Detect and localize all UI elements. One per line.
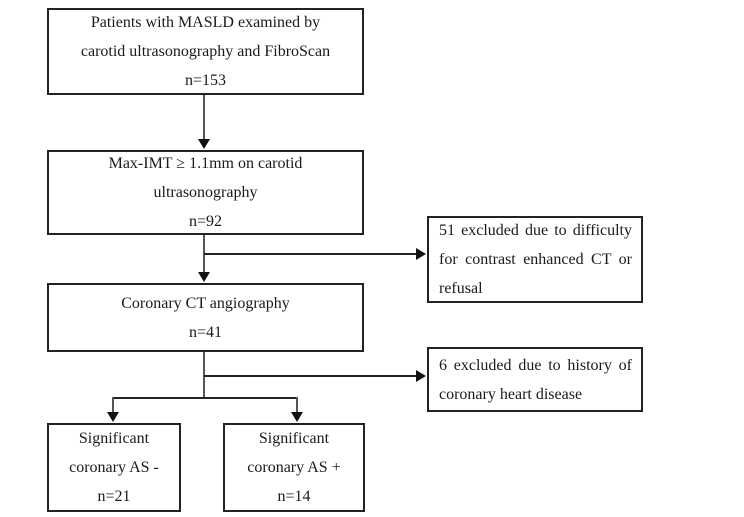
node-count-label: n=153: [184, 72, 227, 89]
node-patients-masld: Patients with MASLD examined by carotid …: [47, 8, 364, 95]
node-max-imt: Max-IMT ≥ 1.1mm on carotid ultrasonograp…: [47, 150, 364, 235]
connector-branch-to-excluded-ct: [204, 253, 416, 255]
arrowhead-down-icon: [291, 412, 303, 422]
node-count-label: n=21: [97, 488, 131, 505]
node-text-line: Significant: [258, 430, 330, 447]
connector-split-bar: [112, 397, 298, 399]
connector-split-to-as-negative: [112, 397, 114, 413]
node-count-label: n=14: [277, 488, 311, 505]
node-text-line: Max-IMT ≥ 1.1mm on carotid: [108, 155, 303, 172]
node-significant-as-positive: Significant coronary AS + n=14: [223, 423, 365, 512]
node-text-line: coronary heart disease: [439, 385, 583, 403]
node-text-line: refusal: [439, 280, 483, 297]
node-text-line: Significant: [78, 430, 150, 447]
node-significant-as-negative: Significant coronary AS - n=21: [47, 423, 181, 512]
node-count-label: n=92: [188, 213, 223, 230]
node-text-line: ultrasonography: [153, 184, 258, 201]
node-text-line: coronary AS +: [247, 459, 341, 476]
arrowhead-down-icon: [198, 139, 210, 149]
node-text-line: Patients with MASLD examined by: [90, 14, 321, 31]
connector-masld-to-imt: [203, 95, 205, 139]
node-count-label: n=41: [188, 323, 223, 341]
arrowhead-down-icon: [107, 412, 119, 422]
node-excluded-contrast-ct: 51 excluded due to difficulty for contra…: [427, 216, 643, 303]
connector-split-to-as-positive: [296, 397, 298, 413]
connector-branch-to-excluded-chd: [204, 375, 416, 377]
node-text-line: 51 excluded due to difficulty: [439, 222, 632, 239]
arrowhead-right-icon: [416, 370, 426, 382]
node-excluded-coronary-heart-disease: 6 excluded due to history of coronary he…: [427, 347, 643, 412]
node-text-line: coronary AS -: [69, 459, 159, 476]
node-text-line: 6 excluded due to history of: [439, 356, 632, 374]
arrowhead-right-icon: [416, 248, 426, 260]
node-text-line: Coronary CT angiography: [121, 294, 290, 312]
arrowhead-down-icon: [198, 272, 210, 282]
node-text-line: for contrast enhanced CT or: [439, 251, 632, 268]
node-text-line: carotid ultrasonography and FibroScan: [80, 43, 331, 60]
node-coronary-ct-angiography: Coronary CT angiography n=41: [47, 283, 364, 352]
